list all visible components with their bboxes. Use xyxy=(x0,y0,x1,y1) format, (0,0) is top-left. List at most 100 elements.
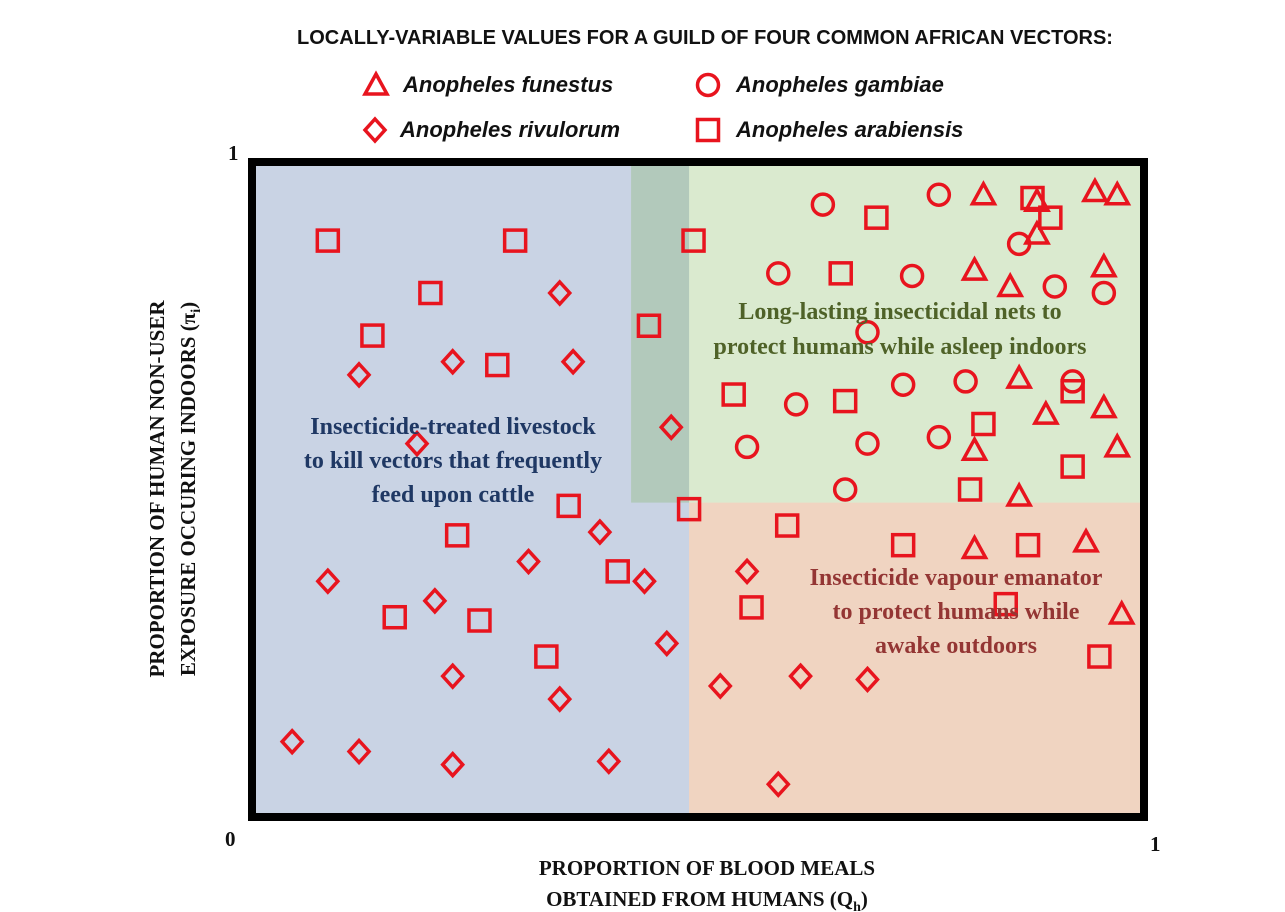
data-point-circle-13 xyxy=(855,431,880,456)
data-point-diamond-0 xyxy=(547,279,573,307)
data-point-square-20 xyxy=(444,523,470,548)
data-point-diamond-20 xyxy=(440,750,466,779)
data-point-diamond-18 xyxy=(279,728,305,756)
data-point-square-17 xyxy=(556,493,581,519)
data-point-square-16 xyxy=(957,477,983,502)
plot-area-background xyxy=(252,162,1144,817)
data-point-square-27 xyxy=(467,608,492,633)
data-point-square-15 xyxy=(1060,454,1085,479)
legend-label-arabiensis: Anopheles arabiensis xyxy=(735,117,963,142)
x-axis-label-line-1: PROPORTION OF BLOOD MEALS xyxy=(539,856,875,880)
data-point-square-21 xyxy=(890,532,916,558)
data-point-circle-14 xyxy=(734,434,760,460)
data-point-circle-2 xyxy=(1006,231,1032,257)
data-point-square-0 xyxy=(315,228,341,253)
data-point-triangle-12 xyxy=(960,435,989,461)
data-point-diamond-9 xyxy=(315,567,341,595)
data-point-square-2 xyxy=(681,228,706,253)
data-point-circle-4 xyxy=(899,263,925,289)
y-tick-max: 1 xyxy=(228,141,239,165)
y-axis-label: PROPORTION OF HUMAN NON-USER EXPOSURE OC… xyxy=(145,300,204,678)
data-point-triangle-13 xyxy=(1005,481,1034,507)
data-point-square-23 xyxy=(605,559,630,584)
region-emanator-line-1: Insecticide vapour emanator xyxy=(810,565,1103,591)
data-point-diamond-7 xyxy=(516,547,541,576)
intervention-regions xyxy=(252,162,1144,817)
data-point-diamond-1 xyxy=(440,348,466,376)
legend-label-gambiae: Anopheles gambiae xyxy=(735,72,944,97)
data-markers xyxy=(279,176,1136,798)
y-axis-label-line-2: EXPOSURE OCCURING INDOORS (πi) xyxy=(176,302,204,676)
data-point-square-10 xyxy=(485,352,510,378)
data-point-diamond-2 xyxy=(560,348,586,376)
region-livestock-line-1: Insecticide-treated livestock xyxy=(310,414,596,440)
data-point-square-19 xyxy=(774,513,800,538)
region-shade-0 xyxy=(252,162,690,817)
data-point-square-5 xyxy=(1038,205,1063,230)
legend-marker-diamond xyxy=(362,116,388,144)
data-point-triangle-10 xyxy=(1031,399,1060,425)
data-point-square-8 xyxy=(360,323,385,348)
data-point-diamond-4 xyxy=(658,413,684,441)
data-point-diamond-8 xyxy=(734,557,760,585)
data-point-diamond-17 xyxy=(855,665,880,694)
data-point-triangle-11 xyxy=(1103,432,1132,458)
data-point-square-3 xyxy=(864,205,889,230)
data-point-triangle-6 xyxy=(960,255,989,281)
data-point-square-24 xyxy=(739,595,764,620)
legend-label-funestus: Anopheles funestus xyxy=(402,72,613,97)
data-point-circle-0 xyxy=(810,192,836,217)
data-point-square-13 xyxy=(971,411,996,437)
data-point-triangle-14 xyxy=(1072,527,1100,553)
data-point-circle-11 xyxy=(783,392,809,417)
data-point-diamond-22 xyxy=(765,770,791,798)
data-point-triangle-2 xyxy=(1080,176,1109,203)
data-point-square-18 xyxy=(676,496,702,522)
data-point-diamond-13 xyxy=(440,662,466,690)
data-point-triangle-7 xyxy=(996,271,1025,298)
data-point-square-12 xyxy=(832,388,858,414)
region-shade-2 xyxy=(689,502,1144,817)
data-point-diamond-10 xyxy=(632,567,657,595)
data-point-circle-8 xyxy=(890,372,916,397)
region-label-nets: Long-lasting insecticidal nets to protec… xyxy=(714,299,1087,360)
data-point-diamond-19 xyxy=(346,737,372,766)
data-point-triangle-15 xyxy=(960,533,989,560)
region-label-livestock: Insecticide-treated livestock to kill ve… xyxy=(304,414,602,508)
data-point-circle-1 xyxy=(926,182,952,207)
data-point-diamond-16 xyxy=(788,662,813,690)
data-point-triangle-4 xyxy=(1023,219,1051,245)
region-livestock-line-3: feed upon cattle xyxy=(372,482,535,508)
data-point-square-22 xyxy=(1015,532,1041,558)
data-point-triangle-8 xyxy=(1005,363,1034,389)
data-point-square-28 xyxy=(534,644,559,669)
data-point-circle-3 xyxy=(766,261,791,286)
data-point-diamond-14 xyxy=(547,685,573,713)
data-point-diamond-12 xyxy=(654,629,680,658)
chart-title: LOCALLY-VARIABLE VALUES FOR A GUILD OF F… xyxy=(297,27,1113,49)
legend: Anopheles funestus Anopheles gambiae Ano… xyxy=(362,70,963,144)
data-point-triangle-5 xyxy=(1089,252,1118,278)
region-label-emanator: Insecticide vapour emanator to protect h… xyxy=(810,565,1103,659)
origin-tick: 0 xyxy=(225,827,236,851)
region-emanator-line-2: to protect humans while xyxy=(833,599,1080,625)
region-nets-line-2: protect humans while asleep indoors xyxy=(714,334,1087,360)
data-point-diamond-21 xyxy=(596,747,622,775)
data-point-diamond-11 xyxy=(422,587,448,615)
plot-frame xyxy=(248,158,1148,821)
data-point-square-11 xyxy=(721,382,746,407)
data-point-square-26 xyxy=(382,604,407,630)
data-point-diamond-6 xyxy=(587,518,613,546)
data-point-square-6 xyxy=(418,280,443,306)
data-point-circle-12 xyxy=(926,424,952,450)
data-point-triangle-16 xyxy=(1107,599,1136,625)
data-point-circle-5 xyxy=(1042,274,1068,299)
data-point-circle-6 xyxy=(1091,280,1117,306)
data-point-square-14 xyxy=(1060,379,1085,404)
x-tick-max: 1 xyxy=(1150,832,1161,856)
data-point-triangle-3 xyxy=(1103,180,1132,206)
data-point-triangle-0 xyxy=(969,180,998,206)
data-point-square-29 xyxy=(1087,644,1112,669)
data-point-diamond-5 xyxy=(404,430,430,458)
legend-marker-circle xyxy=(695,72,721,98)
